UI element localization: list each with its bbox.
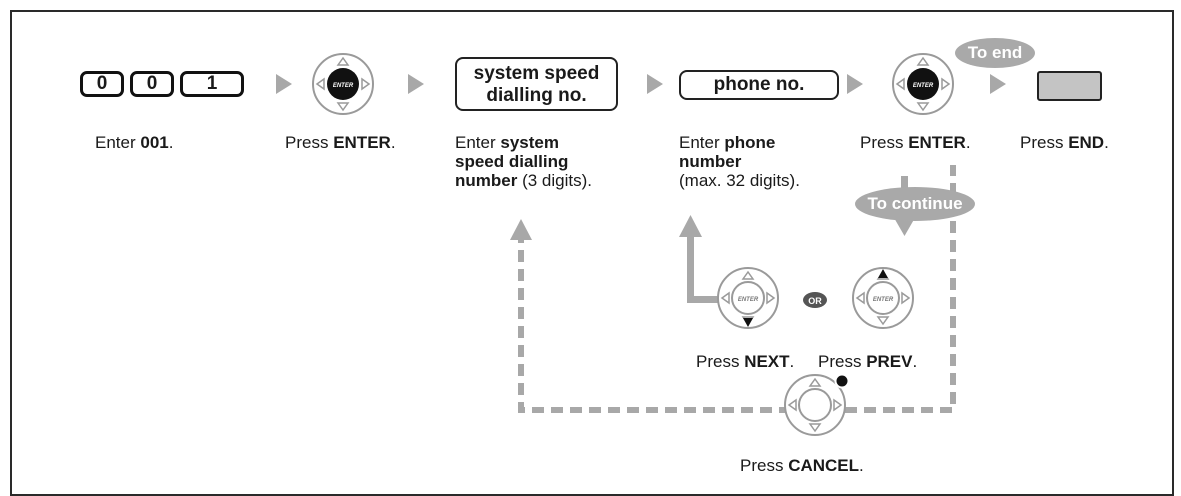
next-arrow-shaft bbox=[687, 235, 694, 303]
flow-arrow-2 bbox=[408, 74, 424, 94]
box-line-2: dialling no. bbox=[486, 85, 587, 106]
label-enter-phone-number: Enter phone number (max. 32 digits). bbox=[679, 133, 800, 190]
flow-arrow-4 bbox=[847, 74, 863, 94]
box-line-1: system speed bbox=[473, 63, 600, 84]
label-press-end: Press END. bbox=[1020, 133, 1109, 152]
next-arrow-corner bbox=[687, 296, 719, 303]
label-enter-speed-dial-number: Enter system speed dialling number (3 di… bbox=[455, 133, 592, 190]
next-down-triangle bbox=[743, 318, 753, 327]
label-press-next: Press NEXT. bbox=[696, 352, 795, 371]
or-badge bbox=[803, 292, 827, 308]
cancel-dot-icon bbox=[834, 373, 850, 389]
key-0-first: 0 bbox=[80, 71, 124, 97]
prev-up-triangle bbox=[878, 269, 888, 278]
enter-glyph-1: ENTER bbox=[333, 83, 354, 89]
label-press-prev: Press PREV. bbox=[818, 352, 918, 371]
flow-arrow-5 bbox=[990, 74, 1006, 94]
prev-enter-glyph: ENTER bbox=[873, 297, 894, 303]
or-text: OR bbox=[808, 296, 822, 306]
to-end-badge: To end bbox=[955, 38, 1035, 68]
flow-arrow-1 bbox=[276, 74, 292, 94]
to-continue-badge: To continue bbox=[855, 187, 975, 221]
phone-no-box: phone no. bbox=[679, 70, 839, 100]
enter-glyph-2: ENTER bbox=[913, 83, 934, 89]
label-enter-001: Enter 001. bbox=[95, 133, 174, 152]
label-press-enter-1: Press ENTER. bbox=[285, 133, 396, 152]
end-key-icon bbox=[1037, 71, 1102, 101]
next-arrow-head bbox=[679, 215, 702, 237]
label-press-cancel: Press CANCEL. bbox=[740, 456, 864, 475]
cancel-loop-dashed-path bbox=[518, 165, 956, 413]
key-0-second: 0 bbox=[130, 71, 174, 97]
continue-arrow-head bbox=[893, 216, 916, 236]
label-press-enter-2: Press ENTER. bbox=[860, 133, 971, 152]
key-1: 1 bbox=[180, 71, 244, 97]
next-enter-glyph: ENTER bbox=[738, 297, 759, 303]
flow-arrow-3 bbox=[647, 74, 663, 94]
cancel-loop-arrowhead bbox=[510, 219, 532, 240]
system-speed-dialling-box: system speed dialling no. bbox=[455, 57, 618, 111]
